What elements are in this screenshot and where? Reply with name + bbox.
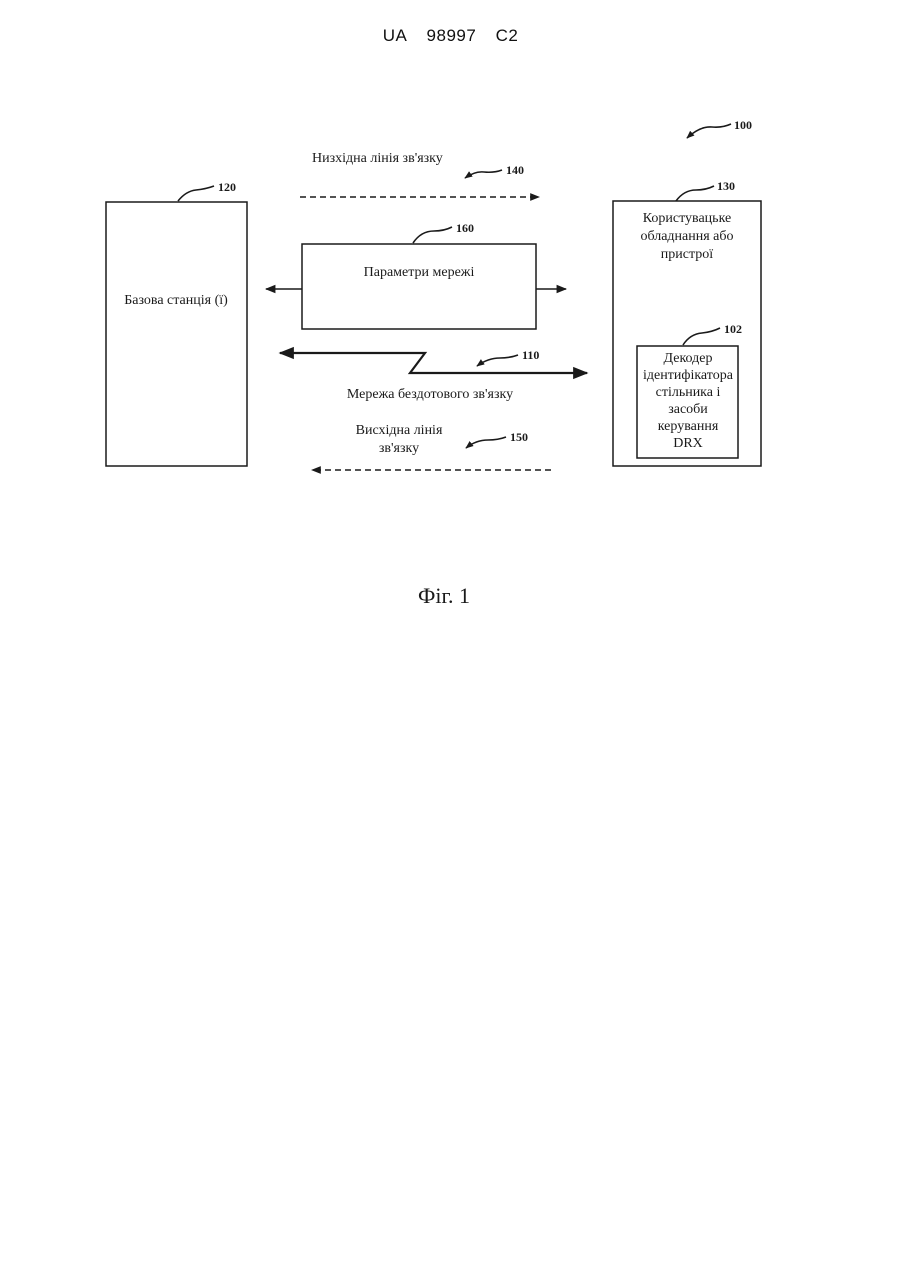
downlink-label: Низхідна лінія зв'язку xyxy=(312,151,443,166)
uplink-group: Висхідна лінія зв'язку 150 xyxy=(312,423,551,470)
base-station-group: 120 Базова станція (ї) xyxy=(106,180,247,466)
base-station-ref-number: 120 xyxy=(218,180,236,194)
decoder-label-line-4: засоби xyxy=(668,402,708,417)
decoder-ref-number: 102 xyxy=(724,322,742,336)
network-params-ref-leader xyxy=(413,227,452,243)
network-params-label: Параметри мережі xyxy=(364,265,475,280)
user-equipment-ref-leader xyxy=(676,186,714,201)
uplink-ref-number: 150 xyxy=(510,430,528,444)
downlink-ref-leader xyxy=(465,170,502,178)
network-params-group: 160 Параметри мережі xyxy=(266,221,566,329)
decoder-ref-leader xyxy=(683,328,720,345)
base-station-label: Базова станція (ї) xyxy=(124,293,228,308)
decoder-label-line-6: DRX xyxy=(673,436,703,451)
wireless-network-ref-number: 110 xyxy=(522,348,539,362)
system-ref-number: 100 xyxy=(734,118,752,132)
system-ref-group: 100 xyxy=(687,118,752,138)
user-equipment-label-line-1: Користувацьке xyxy=(643,211,731,226)
uplink-ref-leader xyxy=(466,437,506,448)
wireless-network-group: 110 Мережа бездотового зв'язку xyxy=(280,348,587,402)
wireless-network-ref-leader xyxy=(477,355,518,366)
decoder-label-line-2: ідентифікатора xyxy=(643,368,734,383)
figure-caption: Фіг. 1 xyxy=(418,583,470,608)
decoder-label-line-1: Декодер xyxy=(664,351,713,366)
downlink-ref-number: 140 xyxy=(506,163,524,177)
decoder-label-line-3: стільника і xyxy=(656,385,721,400)
decoder-group: 102 Декодер ідентифікатора стільника і з… xyxy=(637,322,742,458)
user-equipment-ref-number: 130 xyxy=(717,179,735,193)
wireless-network-label: Мережа бездотового зв'язку xyxy=(347,387,513,402)
wireless-link-arrow xyxy=(280,353,587,373)
uplink-label-line-1: Висхідна лінія xyxy=(356,423,443,438)
network-params-ref-number: 160 xyxy=(456,221,474,235)
user-equipment-label-line-3: пристрої xyxy=(661,247,713,262)
system-ref-leader xyxy=(687,124,731,138)
network-params-box xyxy=(302,244,536,329)
decoder-label-line-5: керування xyxy=(658,419,719,434)
user-equipment-label-line-2: обладнання або xyxy=(640,229,733,244)
base-station-box xyxy=(106,202,247,466)
base-station-ref-leader xyxy=(178,186,214,201)
downlink-group: Низхідна лінія зв'язку 140 xyxy=(300,151,539,197)
uplink-label-line-2: зв'язку xyxy=(379,441,419,456)
